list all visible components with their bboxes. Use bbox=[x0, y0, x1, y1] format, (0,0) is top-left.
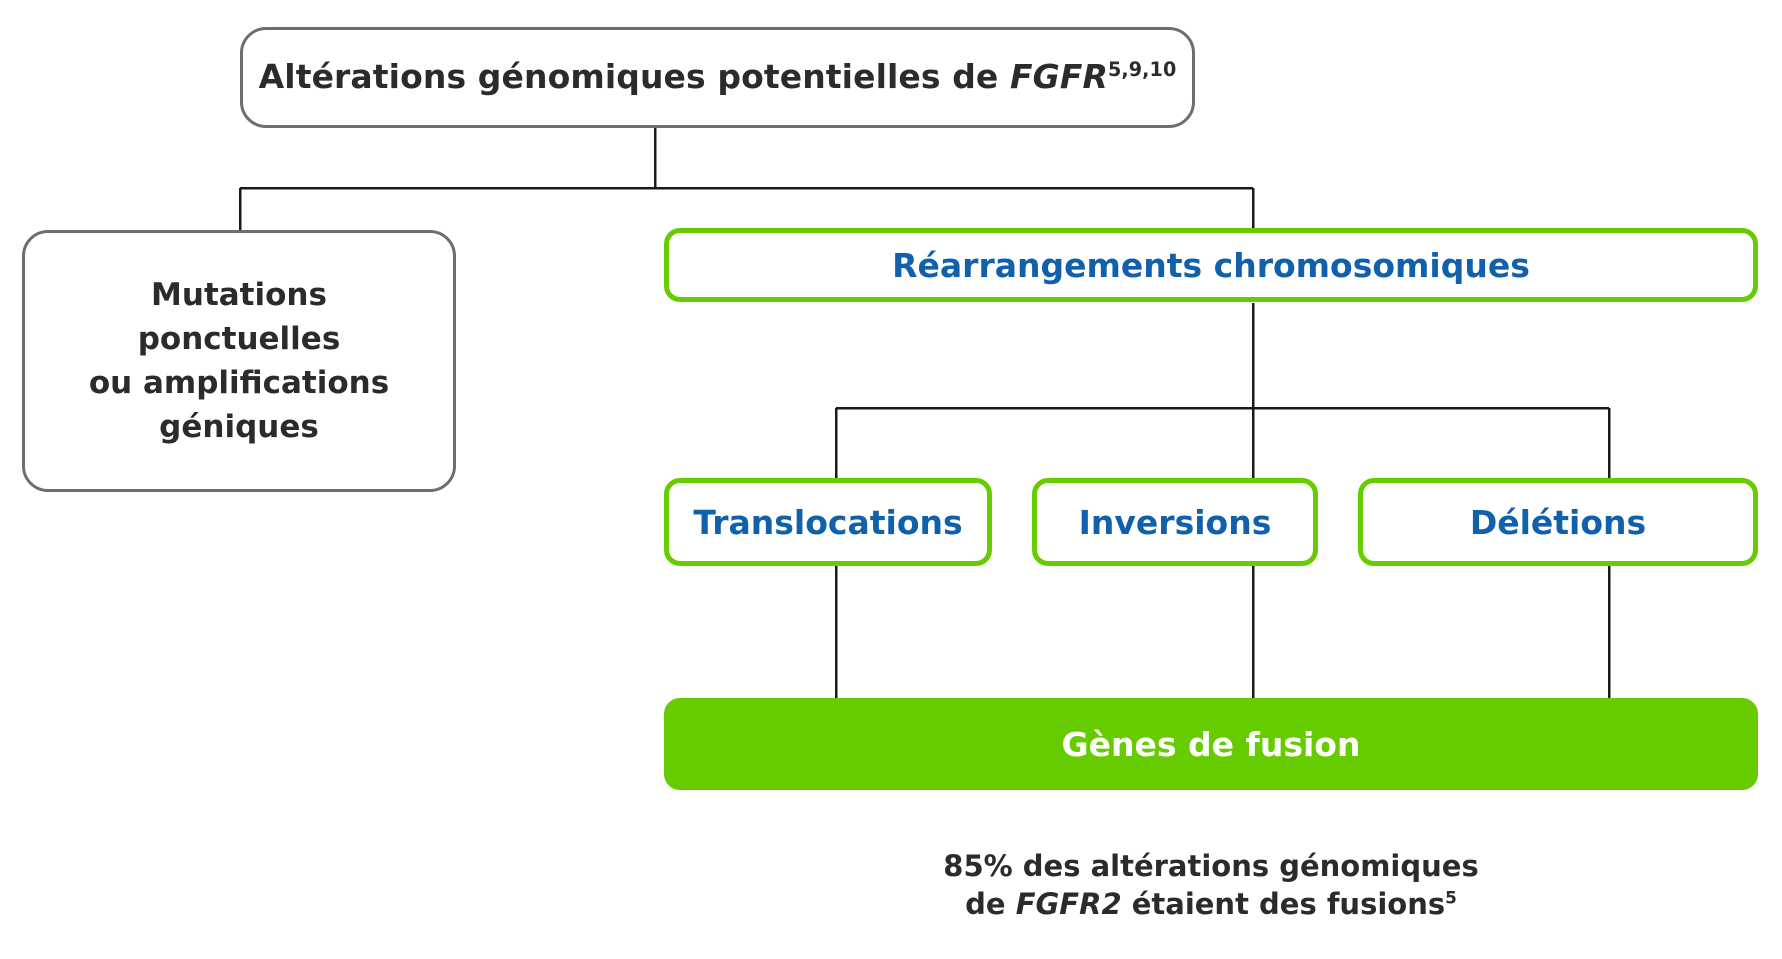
root-label-text: Altérations génomiques potentielles de bbox=[258, 57, 1011, 97]
node-fusion-genes: Gènes de fusion bbox=[664, 698, 1758, 790]
node-point-mutations-or-gene-amplifications: Mutations ponctuelles ou amplifications … bbox=[22, 230, 456, 492]
rearrangements-node-label: Réarrangements chromosomiques bbox=[892, 245, 1530, 285]
caption-line-1: 85% des altérations génomiques bbox=[943, 849, 1479, 883]
root-label-gene: FGFR bbox=[1010, 57, 1108, 97]
mutations-line-3: ou amplifications bbox=[88, 365, 390, 401]
translocations-label: Translocations bbox=[693, 502, 963, 542]
diagram-caption: 85% des altérations génomiques de FGFR2 … bbox=[664, 848, 1758, 923]
node-deletions: Délétions bbox=[1358, 478, 1758, 566]
caption-gene: FGFR2 bbox=[1015, 886, 1122, 921]
mutations-line-2: ponctuelles bbox=[137, 320, 341, 357]
inversions-label: Inversions bbox=[1078, 502, 1272, 542]
caption-line2-prefix: de bbox=[965, 886, 1016, 921]
mutations-line-1: Mutations bbox=[151, 276, 327, 313]
deletions-label: Délétions bbox=[1469, 502, 1647, 542]
node-translocations: Translocations bbox=[664, 478, 992, 566]
node-inversions: Inversions bbox=[1032, 478, 1318, 566]
node-chromosomal-rearrangements: Réarrangements chromosomiques bbox=[664, 228, 1758, 302]
caption-line-2: de FGFR2 étaient des fusions5 bbox=[664, 886, 1758, 924]
mutations-node-label: Mutations ponctuelles ou amplifications … bbox=[89, 273, 389, 449]
fusion-genes-label: Gènes de fusion bbox=[1061, 724, 1361, 764]
mutations-line-4: géniques bbox=[159, 409, 319, 446]
root-label-superscript: 5,9,10 bbox=[1108, 58, 1177, 82]
root-node-genomic-alterations: Altérations génomiques potentielles de F… bbox=[240, 27, 1195, 128]
caption-line2-suffix: étaient des fusions bbox=[1121, 886, 1446, 921]
caption-superscript: 5 bbox=[1445, 887, 1457, 908]
root-node-label: Altérations génomiques potentielles de F… bbox=[259, 59, 1177, 95]
